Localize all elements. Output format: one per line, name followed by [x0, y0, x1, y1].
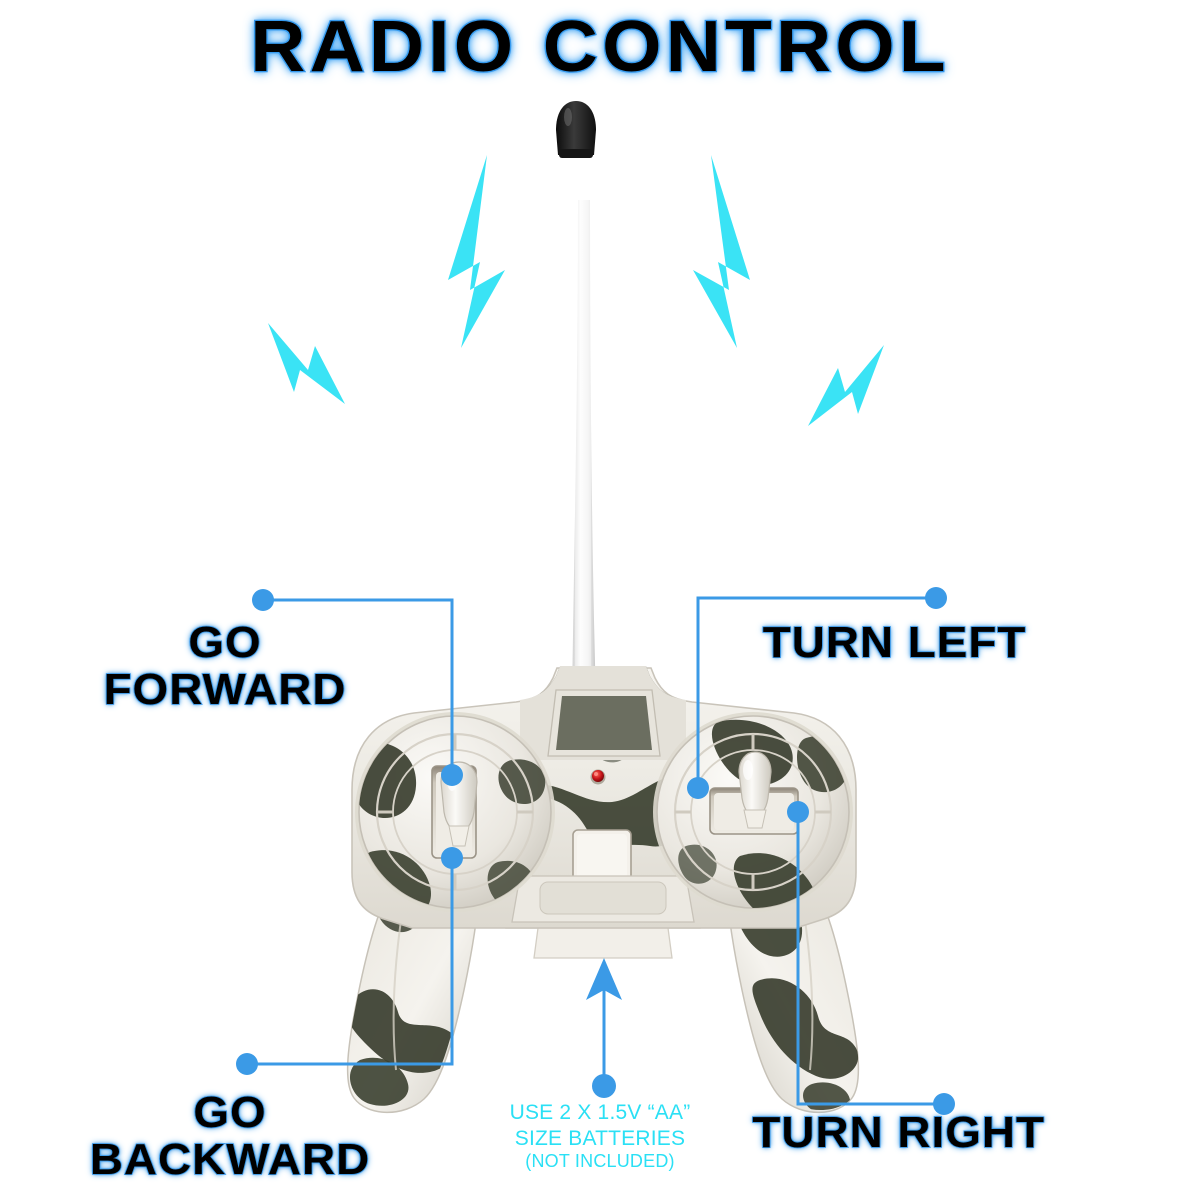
lightning-bolt-icon	[268, 323, 345, 404]
power-button[interactable]	[572, 829, 632, 883]
battery-note-line1: USE 2 X 1.5V “AA”	[509, 1101, 691, 1124]
battery-note: USE 2 X 1.5V “AA” SIZE BATTERIES (NOT IN…	[440, 1100, 760, 1173]
lightning-bolt-icon	[693, 155, 750, 348]
lightning-bolt-icon	[448, 155, 505, 348]
battery-note-line2: SIZE BATTERIES	[514, 1126, 686, 1150]
battery-note-line3: (NOT INCLUDED)	[525, 1151, 675, 1172]
lightning-bolt-icon	[808, 345, 884, 426]
led-indicator	[590, 769, 606, 785]
page-title: RADIO CONTROL	[249, 6, 950, 89]
antenna	[556, 101, 611, 736]
